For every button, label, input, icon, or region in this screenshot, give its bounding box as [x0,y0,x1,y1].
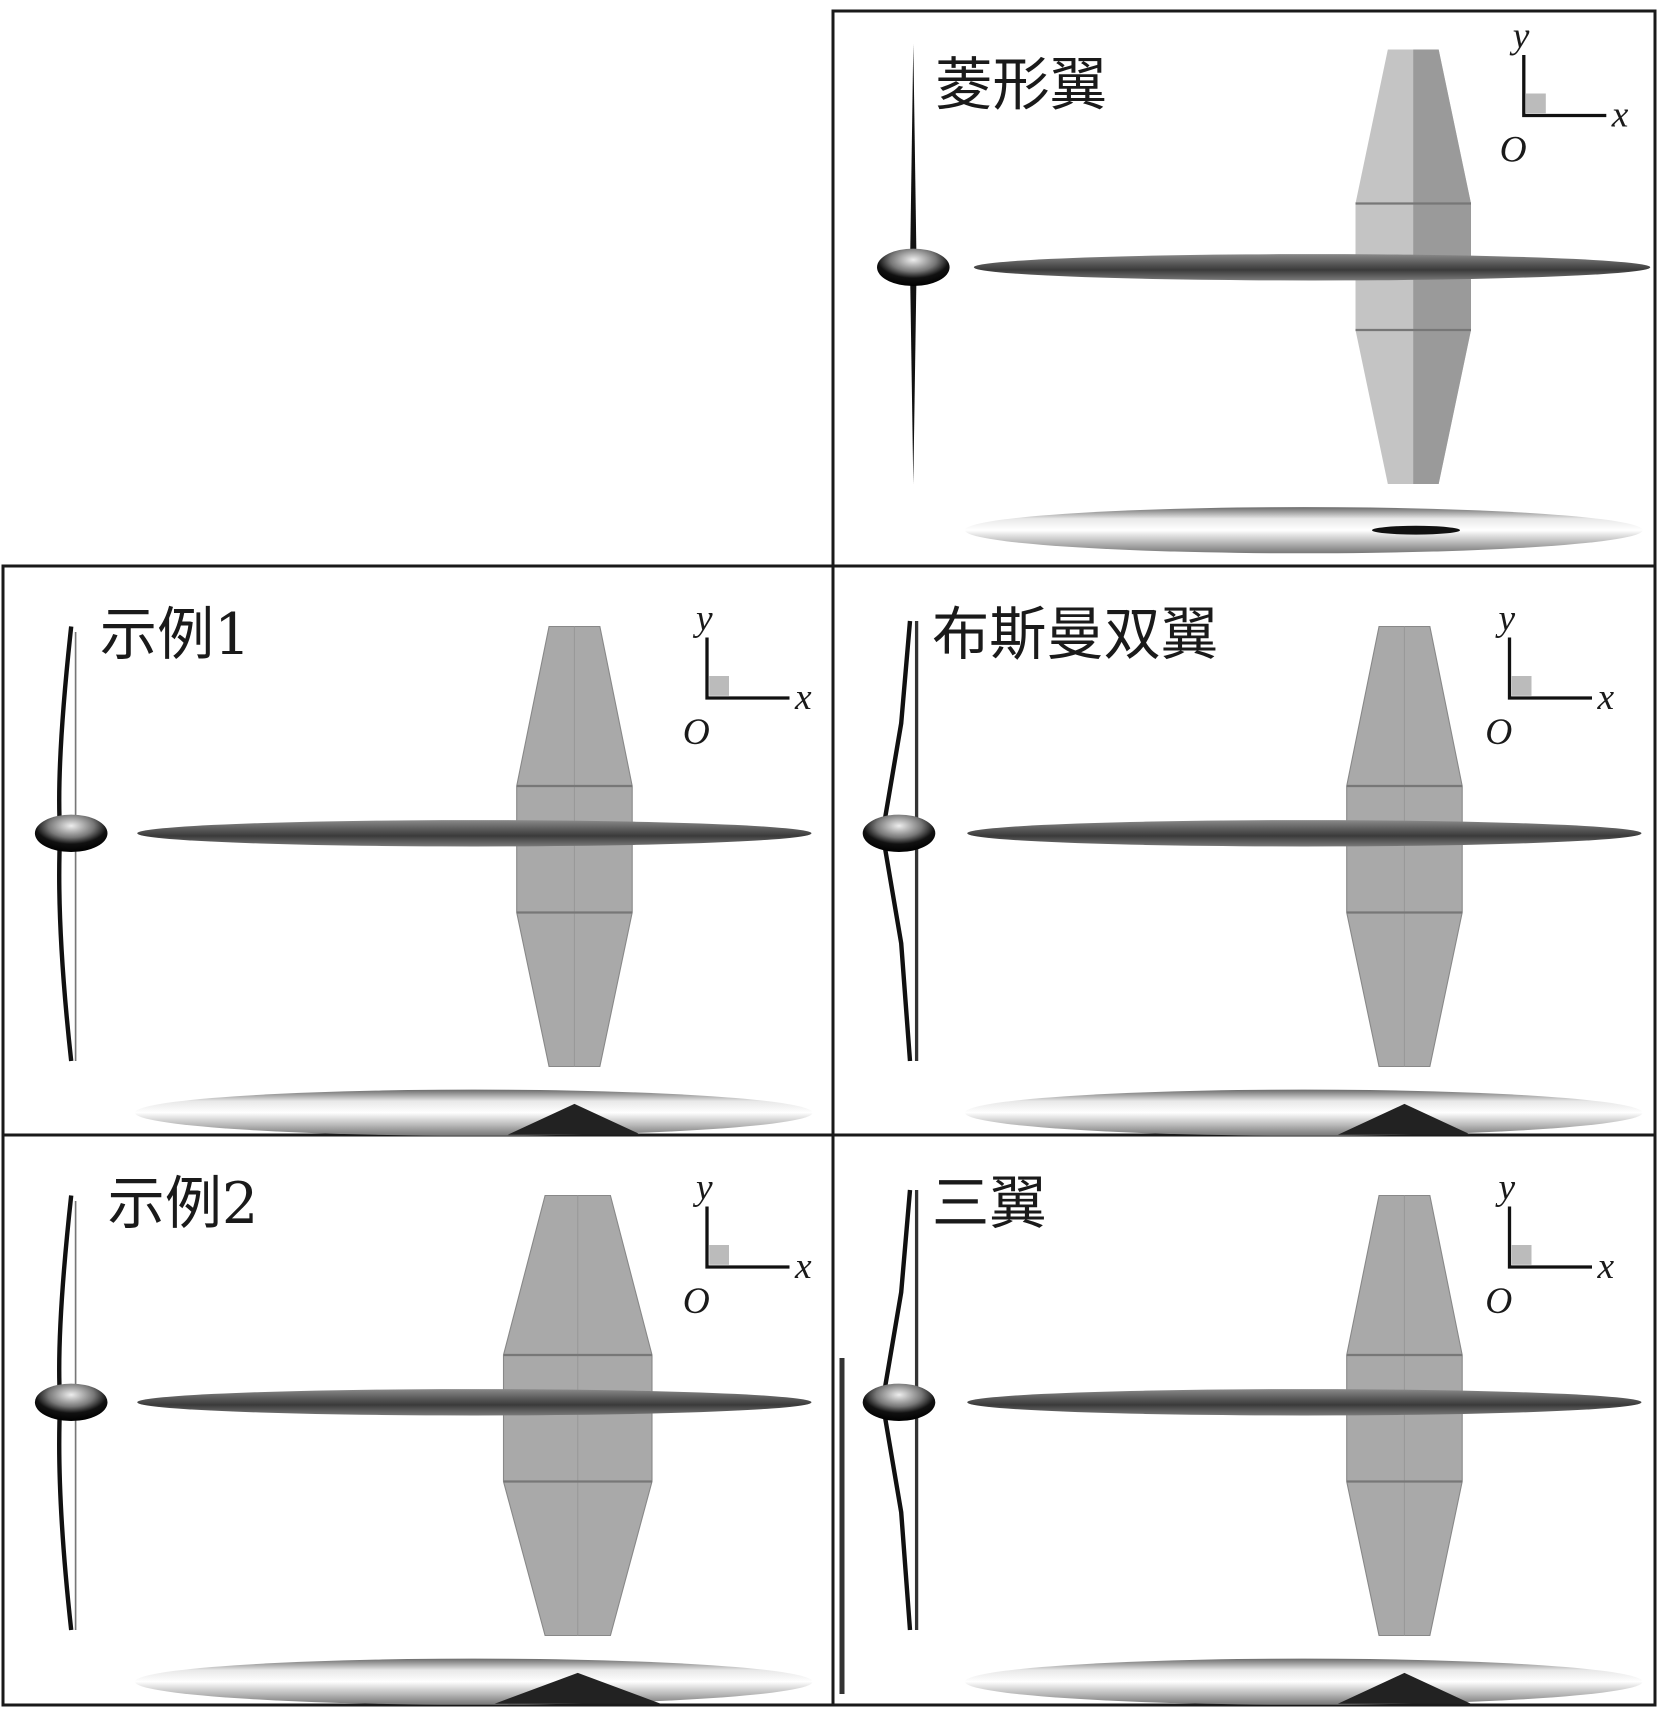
axis-label-y: y [1495,1167,1516,1208]
panel-title: 布斯曼双翼 [932,602,1218,668]
fuselage-side-view [965,507,1643,554]
axis-label-origin: O [1485,1281,1512,1322]
axis-label-x: x [1597,1246,1615,1287]
panel-title: 菱形翼 [935,53,1107,119]
front-view-fuselage-hub [877,248,950,286]
frame-bottom-row [1,1133,1657,1707]
panel-example-2: y xO 示例2 [34,1167,813,1705]
axis-label-x: x [1597,677,1615,718]
panel-frames [1,9,1657,1707]
fuselage-side-view [965,1089,1643,1136]
axis-lines [705,637,790,700]
axis-label-y: y [1495,598,1516,639]
axis-label-x: x [794,1246,812,1287]
fuselage-top-view [967,820,1642,847]
side-view-wing-root [1337,1103,1471,1135]
panel-triplane: y xO 三翼 [862,1167,1643,1705]
axis-lines [1522,55,1607,118]
axis-label-y: y [692,598,713,639]
side-view-wing-root [1337,1672,1471,1704]
axis-label-origin: O [1485,712,1512,753]
axis-origin-marker [1526,93,1546,114]
axis-lines [1507,637,1593,700]
panel-title: 三翼 [932,1171,1046,1237]
axis-origin-marker [1511,1245,1532,1265]
fuselage-top-view [137,820,812,847]
axis-origin-marker [1511,676,1532,696]
fuselage-top-view [137,1389,812,1416]
fuselage-top-view [973,254,1651,281]
axis-label-origin: O [683,712,710,753]
panel-title: 示例2 [108,1171,259,1237]
panel-example-1: y xO 示例1 [34,598,813,1136]
panel-title: 示例1 [100,602,251,668]
axis-label-y: y [1509,15,1530,56]
axis-label-x: x [1611,95,1629,136]
fuselage-side-view [135,1089,813,1136]
side-view-wing-root [1372,525,1460,535]
panel-diamond-wing: y xO 菱形翼 [877,15,1651,554]
panel-busemann-biplane: y xO 布斯曼双翼 [862,598,1643,1136]
side-view-wing-root [507,1103,641,1135]
fuselage-top-view [967,1389,1642,1416]
axis-origin-marker [709,1245,729,1265]
axis-lines [705,1206,790,1269]
front-view-fuselage-hub [862,1383,936,1421]
side-view-wing-root [494,1672,661,1704]
axis-label-origin: O [1500,130,1527,171]
fuselage-side-view [965,1658,1643,1705]
axis-origin-marker [709,676,729,696]
axis-lines [1507,1206,1593,1269]
fuselage-side-view [135,1658,813,1705]
axis-label-y: y [692,1167,713,1208]
axis-label-x: x [794,677,812,718]
front-view-fuselage-hub [34,814,108,852]
axis-label-origin: O [683,1281,710,1322]
front-view-fuselage-hub [34,1383,108,1421]
front-view-fuselage-hub [862,814,936,852]
